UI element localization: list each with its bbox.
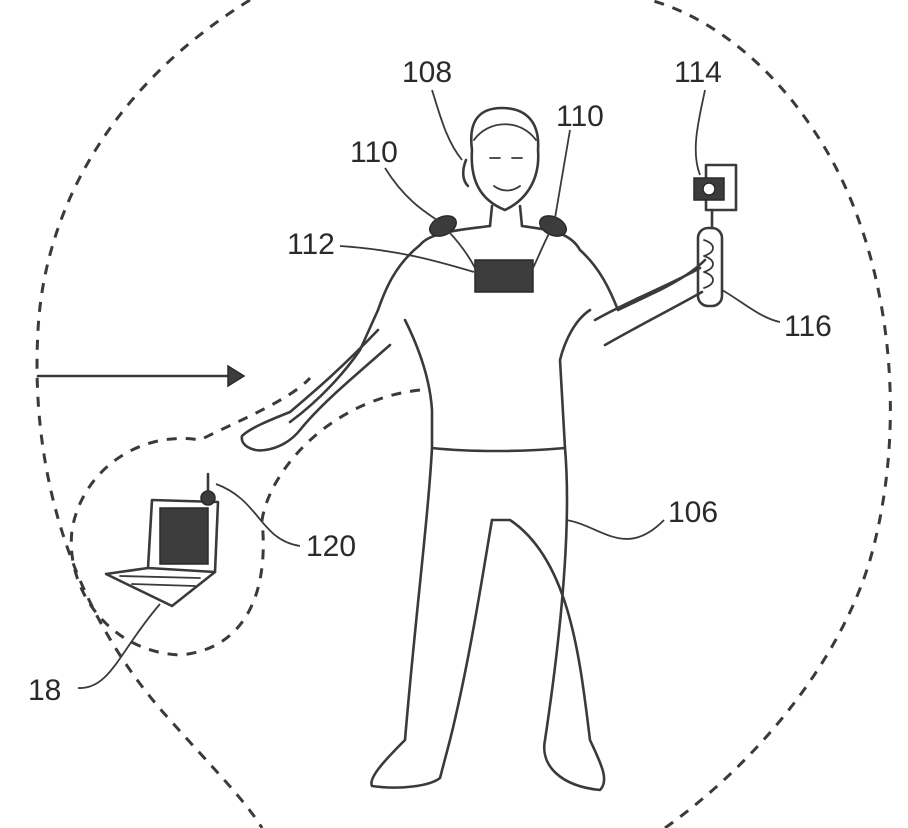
label-114: 114 [674, 56, 722, 89]
leader-108 [431, 89, 463, 161]
leader-112 [339, 245, 475, 273]
label-110-left: 110 [350, 136, 398, 169]
leader-18 [77, 603, 161, 689]
label-18: 18 [28, 674, 61, 707]
zoom-bubble [69, 376, 421, 657]
label-110-right: 110 [556, 100, 604, 133]
input-arrow [36, 364, 246, 388]
chest-unit [474, 259, 534, 293]
antenna-icon [200, 490, 216, 506]
person-figure [240, 106, 707, 792]
handle-grip [696, 226, 724, 308]
camera-rig [693, 163, 738, 308]
leader-116 [721, 289, 781, 323]
leader-110-right [554, 129, 571, 219]
label-120: 120 [306, 530, 356, 563]
leader-114 [694, 89, 706, 176]
laptop [104, 472, 220, 608]
leader-120 [215, 483, 301, 547]
label-116: 116 [784, 310, 832, 343]
label-112: 112 [287, 228, 335, 261]
boundary-circle [35, 0, 892, 828]
label-108: 108 [402, 56, 452, 89]
leader-110-left [384, 167, 441, 223]
leader-106 [565, 519, 665, 540]
label-106: 106 [668, 496, 718, 529]
